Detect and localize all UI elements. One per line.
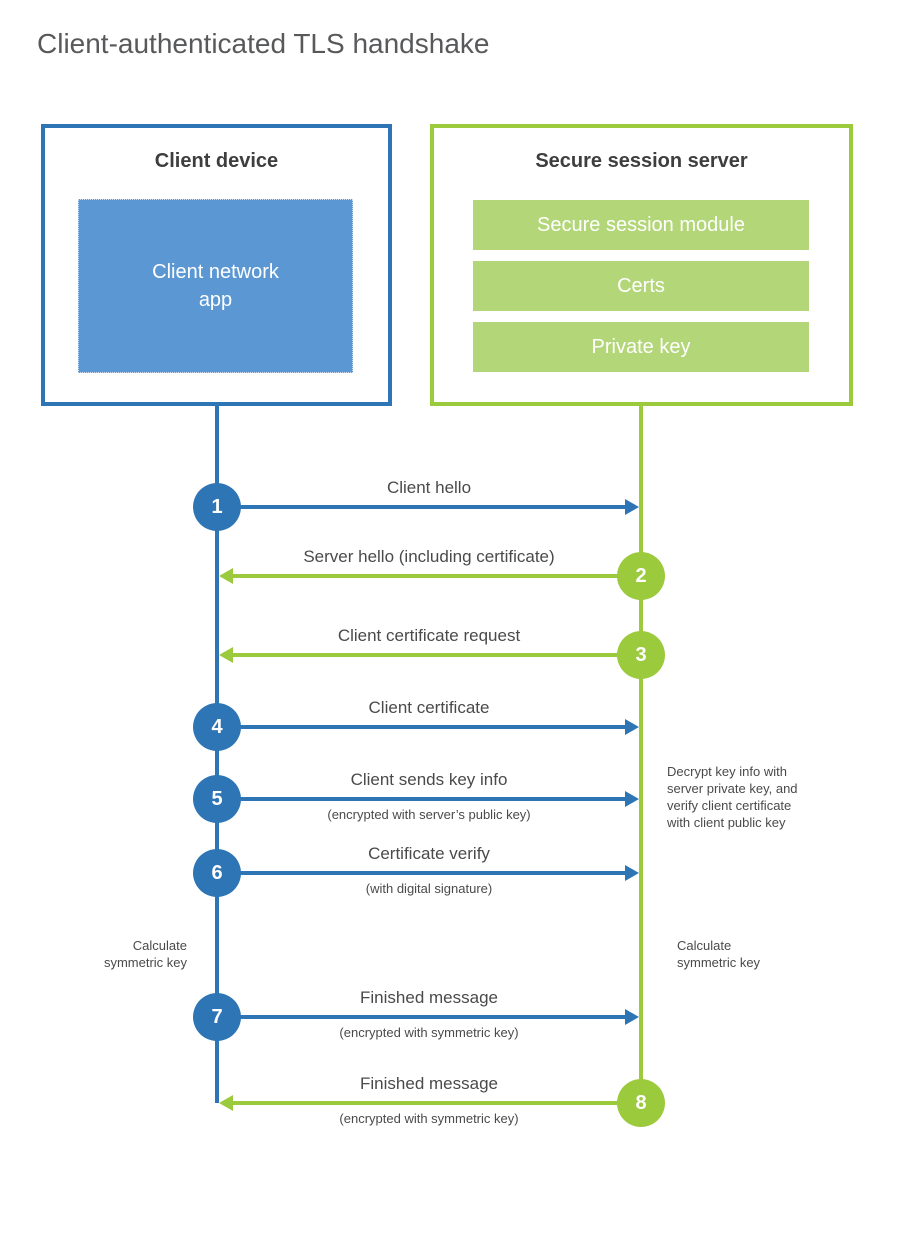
calculate-symmetric-key-client: Calculate symmetric key bbox=[37, 937, 187, 971]
step-sublabel-8: (encrypted with symmetric key) bbox=[339, 1111, 519, 1126]
step-circle-1: 1 bbox=[193, 483, 241, 531]
calc-right-line2: symmetric key bbox=[677, 955, 761, 970]
step-label-4: Client certificate bbox=[368, 698, 490, 717]
step-circle-4: 4 bbox=[193, 703, 241, 751]
client-device-box: Client device Client network app bbox=[41, 124, 392, 406]
calc-right-line1: Calculate bbox=[677, 938, 732, 953]
step-label-7: Finished message bbox=[360, 988, 498, 1007]
step-circle-6: 6 bbox=[193, 849, 241, 897]
server-module-private-key: Private key bbox=[473, 322, 809, 372]
message-arrow-5 bbox=[217, 797, 625, 801]
arrowhead-6 bbox=[625, 865, 639, 881]
step-label-6: Certificate verify bbox=[368, 844, 490, 863]
message-arrow-6 bbox=[217, 871, 625, 875]
step-label-3: Client certificate request bbox=[337, 626, 521, 645]
page-title: Client-authenticated TLS handshake bbox=[37, 28, 490, 59]
arrowhead-2 bbox=[219, 568, 233, 584]
step-circle-7: 7 bbox=[193, 993, 241, 1041]
arrowhead-1 bbox=[625, 499, 639, 515]
client-device-heading: Client device bbox=[154, 150, 279, 172]
client-app-label-line2: app bbox=[198, 289, 233, 311]
arrowhead-5 bbox=[625, 791, 639, 807]
calc-left-line1: Calculate bbox=[132, 938, 187, 953]
server-heading: Secure session server bbox=[535, 150, 748, 172]
step-circle-5: 5 bbox=[193, 775, 241, 823]
client-network-app-box: Client network app bbox=[78, 199, 353, 373]
secure-session-server-box: Secure session server Secure session mod… bbox=[430, 124, 853, 406]
step-label-8: Finished message bbox=[360, 1074, 498, 1093]
step-sublabel-7: (encrypted with symmetric key) bbox=[339, 1025, 519, 1040]
arrowhead-3 bbox=[219, 647, 233, 663]
decrypt-note-line3: verify client certificate bbox=[667, 798, 792, 813]
arrowhead-7 bbox=[625, 1009, 639, 1025]
client-lifeline bbox=[215, 404, 219, 1103]
step-label-5: Client sends key info bbox=[350, 770, 508, 789]
decrypt-note-line1: Decrypt key info with bbox=[667, 764, 787, 779]
message-arrow-3 bbox=[233, 653, 641, 657]
step-label-1: Client hello bbox=[386, 478, 472, 497]
message-arrow-8 bbox=[233, 1101, 641, 1105]
decrypt-note-line2: server private key, and bbox=[667, 781, 798, 796]
server-lifeline bbox=[639, 404, 643, 1105]
calculate-symmetric-key-server: Calculate symmetric key bbox=[677, 937, 760, 971]
message-arrow-7 bbox=[217, 1015, 625, 1019]
server-module-secure-session: Secure session module bbox=[473, 200, 809, 250]
step-sublabel-6: (with digital signature) bbox=[365, 881, 493, 896]
step-label-2: Server hello (including certificate) bbox=[303, 547, 555, 566]
decrypt-note: Decrypt key info with server private key… bbox=[667, 763, 798, 831]
message-arrow-2 bbox=[233, 574, 641, 578]
message-arrow-4 bbox=[217, 725, 625, 729]
server-module-certs: Certs bbox=[473, 261, 809, 311]
arrowhead-8 bbox=[219, 1095, 233, 1111]
client-app-label-line1: Client network bbox=[152, 261, 279, 283]
step-circle-8: 8 bbox=[617, 1079, 665, 1127]
decrypt-note-line4: with client public key bbox=[667, 815, 786, 830]
calc-left-line2: symmetric key bbox=[103, 955, 187, 970]
step-circle-2: 2 bbox=[617, 552, 665, 600]
step-sublabel-5: (encrypted with server’s public key) bbox=[327, 807, 531, 822]
arrowhead-4 bbox=[625, 719, 639, 735]
step-circle-3: 3 bbox=[617, 631, 665, 679]
message-arrow-1 bbox=[217, 505, 625, 509]
